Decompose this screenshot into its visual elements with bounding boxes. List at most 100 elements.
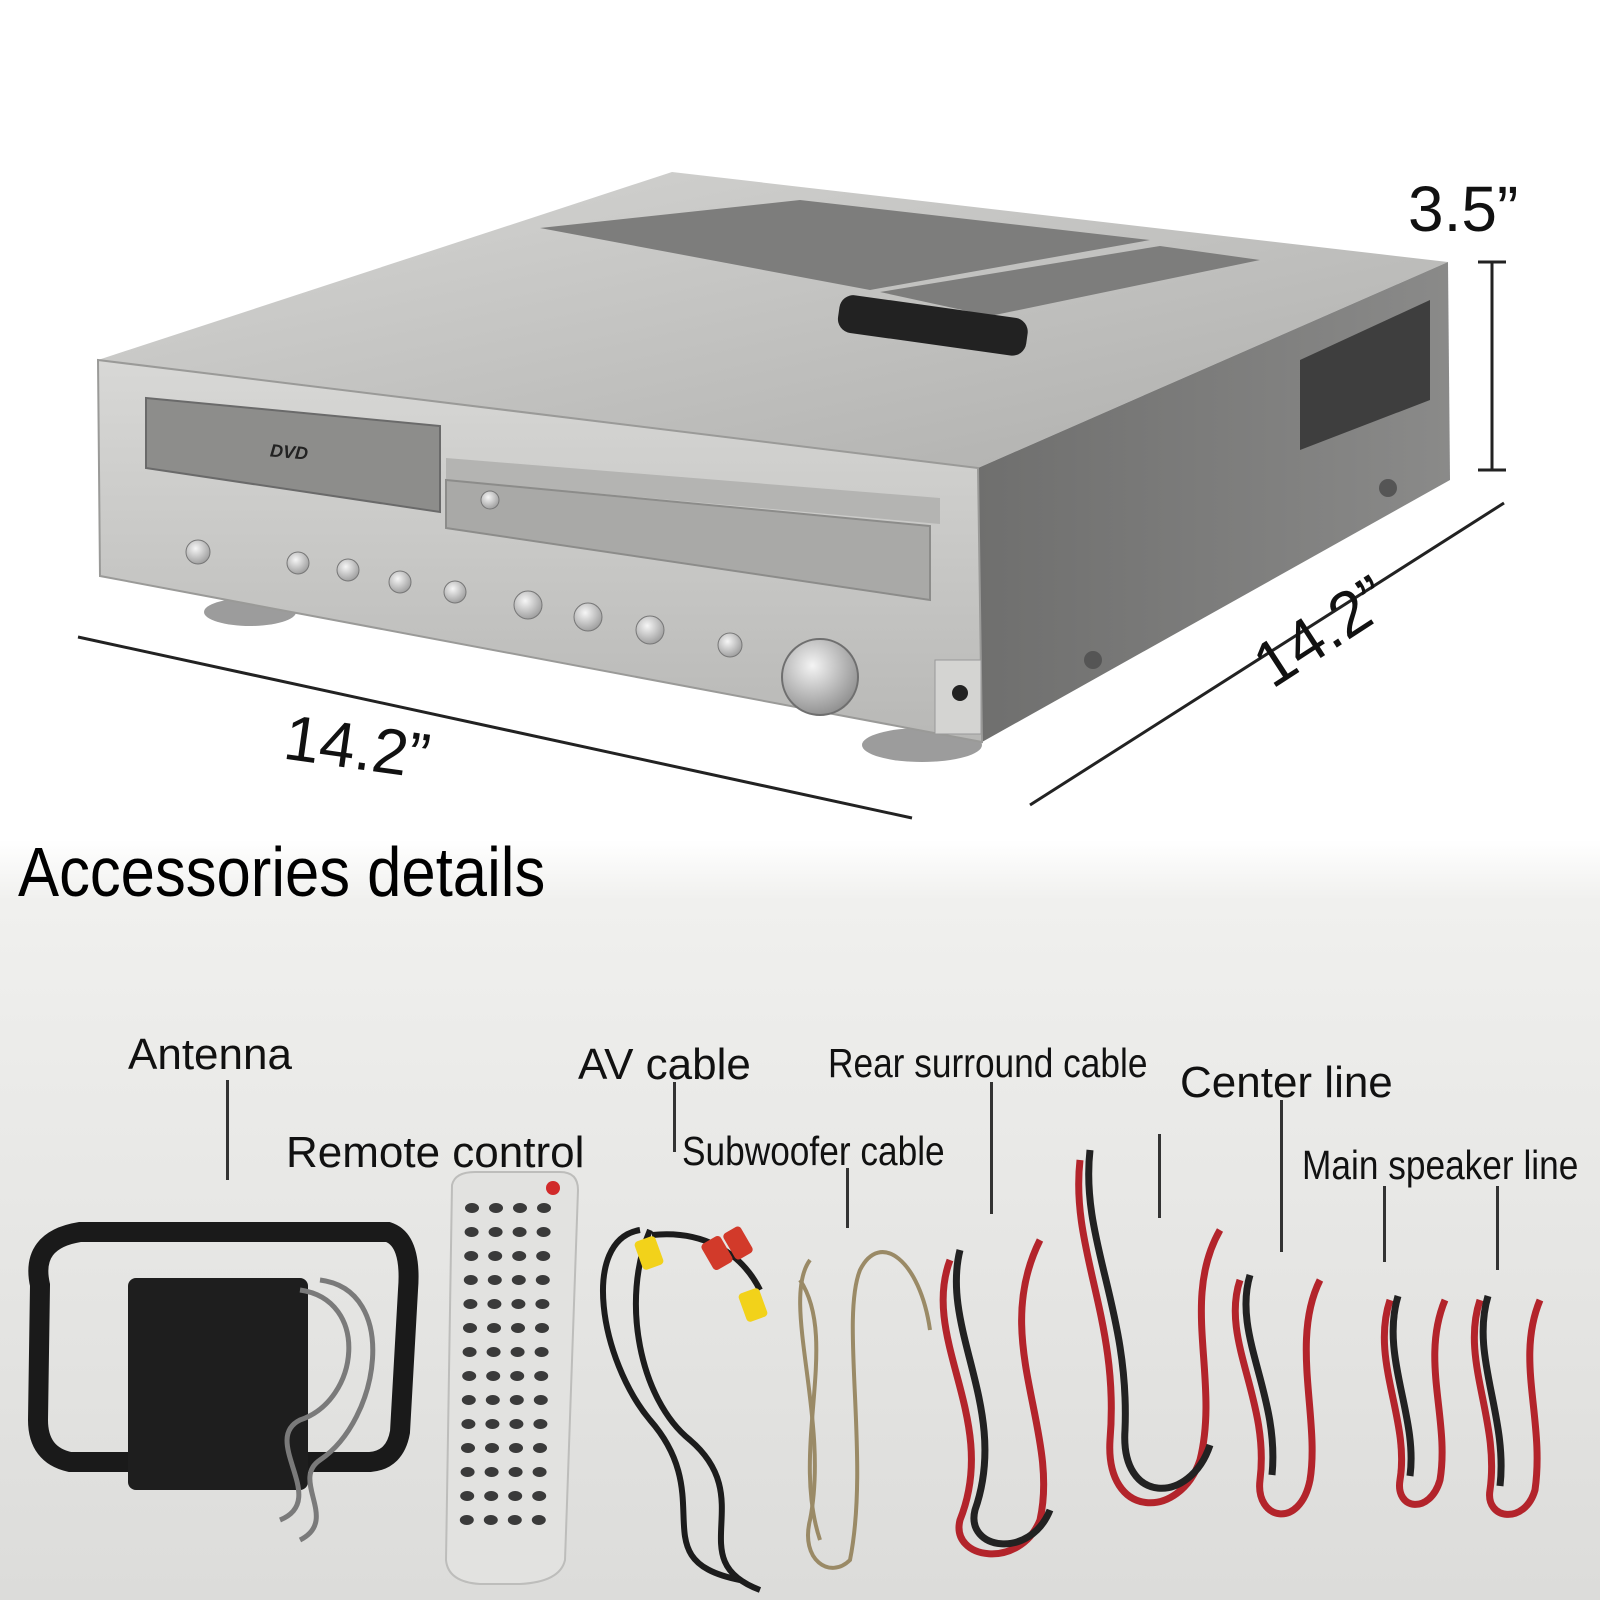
remote-key — [463, 1299, 478, 1309]
remote-key — [511, 1323, 525, 1333]
remote-key — [535, 1275, 550, 1285]
open-close-button[interactable] — [480, 490, 500, 510]
side-screw — [1379, 479, 1397, 497]
remote-power-icon — [546, 1181, 560, 1195]
av-plugs — [634, 1226, 768, 1322]
remote-key — [486, 1347, 501, 1357]
remote-key — [536, 1251, 551, 1261]
remote-key — [465, 1203, 479, 1213]
pause-button[interactable] — [635, 615, 665, 645]
remote-key — [460, 1467, 475, 1477]
display-window — [445, 478, 931, 602]
remote-key — [463, 1323, 477, 1333]
remote-key — [462, 1347, 477, 1357]
antenna-base — [128, 1278, 308, 1490]
center-line-label: Center line — [1180, 1058, 1393, 1107]
remote-key — [488, 1251, 503, 1261]
subwoofer-leader — [846, 1168, 849, 1228]
remote-key — [512, 1251, 527, 1261]
remote-key — [464, 1251, 479, 1261]
antenna-accessory — [27, 1222, 419, 1543]
remote-key — [459, 1515, 474, 1525]
main-speaker-line-1 — [1380, 1294, 1449, 1508]
remote-key — [513, 1203, 527, 1213]
remote-key — [507, 1515, 522, 1525]
remote-key — [508, 1491, 523, 1501]
main-speaker-leader-2 — [1496, 1186, 1499, 1270]
remote-key — [460, 1491, 475, 1501]
remote-key — [487, 1299, 502, 1309]
subwoofer-cable-accessory — [798, 1250, 932, 1570]
remote-key — [532, 1491, 547, 1501]
remote-key — [534, 1347, 549, 1357]
power-button[interactable] — [185, 539, 211, 565]
center-line-leader — [1280, 1100, 1283, 1252]
rear-surround-cable-2 — [1075, 1149, 1224, 1507]
dvd-receiver — [96, 172, 1450, 762]
headphone-jack — [952, 685, 968, 701]
side-vents — [1300, 300, 1430, 450]
antenna-leader — [226, 1080, 229, 1180]
height-dimension-label: 3.5” — [1408, 173, 1519, 245]
remote-key — [487, 1275, 502, 1285]
remote-key — [485, 1443, 499, 1453]
remote-key — [485, 1395, 500, 1405]
remote-key — [483, 1515, 498, 1525]
remote-key — [509, 1419, 524, 1429]
remote-key — [532, 1467, 547, 1477]
remote-key — [537, 1203, 551, 1213]
input-button[interactable] — [717, 632, 743, 658]
remote-key — [533, 1419, 548, 1429]
front-button[interactable] — [443, 580, 467, 604]
remote-key — [509, 1395, 524, 1405]
rear-surround-leader — [990, 1082, 993, 1214]
remote-key — [464, 1227, 479, 1237]
remote-key — [534, 1371, 549, 1381]
front-button[interactable] — [336, 558, 360, 582]
remote-keys — [459, 1203, 551, 1525]
rear-surround-leader-2 — [1158, 1134, 1161, 1218]
remote-key — [508, 1467, 523, 1477]
remote-key — [486, 1371, 501, 1381]
remote-key — [510, 1347, 525, 1357]
remote-key — [512, 1227, 527, 1237]
remote-key — [531, 1515, 546, 1525]
remote-key — [489, 1203, 503, 1213]
remote-key — [536, 1227, 551, 1237]
depth-line — [1029, 501, 1505, 807]
remote-key — [462, 1371, 477, 1381]
remote-on-top — [837, 295, 1028, 356]
remote-key — [463, 1275, 478, 1285]
disc-tray-ledge — [446, 458, 940, 524]
front-button[interactable] — [388, 570, 412, 594]
front-button[interactable] — [286, 551, 310, 575]
accessories-title: Accessories details — [18, 833, 546, 911]
remote-key — [484, 1491, 499, 1501]
remote-key — [487, 1323, 501, 1333]
volume-knob[interactable] — [781, 638, 859, 716]
side-screw — [1084, 651, 1102, 669]
play-button[interactable] — [513, 590, 543, 620]
subwoofer-cable-label: Subwoofer cable — [682, 1128, 945, 1174]
stop-button[interactable] — [573, 602, 603, 632]
remote-key — [488, 1227, 503, 1237]
remote-key — [461, 1419, 476, 1429]
main-speaker-leader — [1383, 1186, 1386, 1262]
disc-tray — [145, 396, 441, 514]
remote-key — [484, 1467, 499, 1477]
remote-key — [535, 1323, 549, 1333]
remote-key — [461, 1443, 475, 1453]
remote-key — [485, 1419, 500, 1429]
remote-key — [461, 1395, 476, 1405]
remote-control-label: Remote control — [286, 1128, 585, 1177]
remote-key — [533, 1443, 547, 1453]
vent-grille — [540, 200, 1260, 316]
remote-control-accessory — [444, 1171, 580, 1585]
dimension-lines — [77, 260, 1506, 820]
center-line-cable — [1231, 1273, 1324, 1518]
remote-key — [509, 1443, 523, 1453]
main-speaker-line-label: Main speaker line — [1302, 1142, 1579, 1188]
main-speaker-line-2 — [1470, 1294, 1544, 1518]
